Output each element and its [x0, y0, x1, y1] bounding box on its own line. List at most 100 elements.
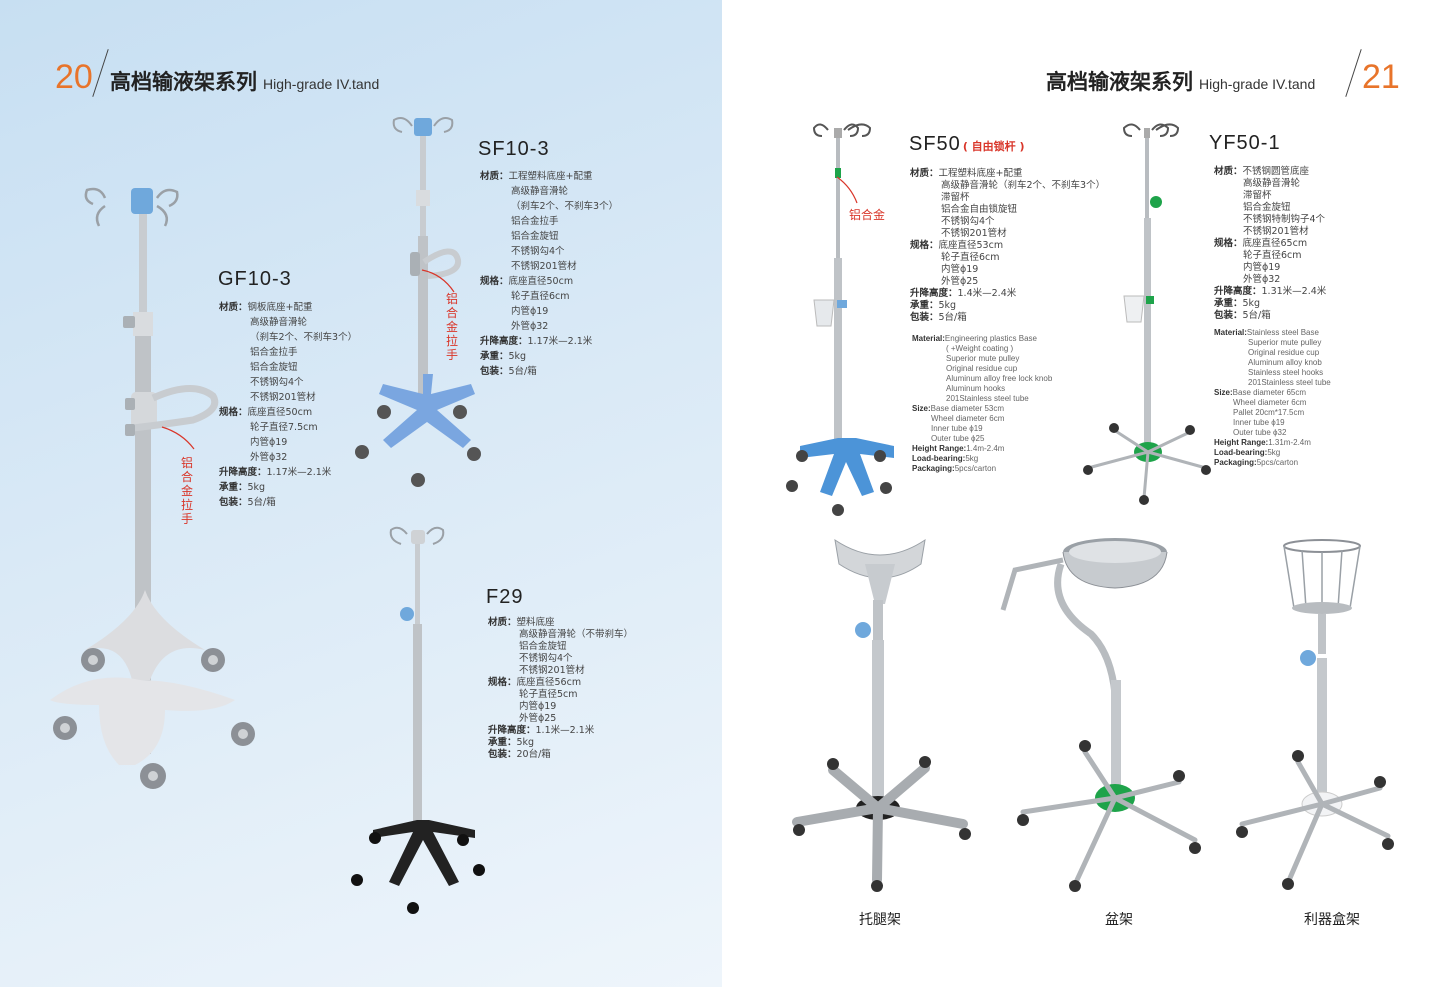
yf50-1-en-material-line: Aluminum alloy knob — [1248, 358, 1322, 367]
sf50-en-size-line: Outer tube ϕ25 — [931, 434, 985, 443]
yf50-1-material-line: 不锈钢特制钩子4个 — [1243, 214, 1326, 225]
gf10-3-callout: 铝合金拉手 — [181, 456, 194, 526]
yf50-1-en-pack: 5pcs/carton — [1256, 458, 1299, 467]
f29-material-line: 铝合金旋钮 — [519, 641, 567, 652]
f29-load: 5kg — [516, 737, 535, 748]
left-page-number: 20 — [55, 58, 93, 96]
sf50-en-material-line: 201Stainless steel tube — [946, 394, 1029, 403]
gf10-3-material-line: 铝合金旋钮 — [250, 362, 298, 373]
sf50-en-pack-key: Packaging: — [912, 464, 955, 473]
f29-spec-line: 底座直径56cm — [516, 677, 582, 688]
sf10-3-height-key: 升降高度： — [480, 336, 528, 347]
sf50-spec: 材质：工程塑料底座+配重 高级静音滑轮（刹车2个、不刹车3个） 滞留杯 铝合金自… — [910, 168, 1105, 324]
f29-material-line: 不锈钢勾4个 — [519, 653, 573, 664]
yf50-1-en-size-line: Wheel diameter 6cm — [1233, 398, 1307, 407]
gf10-3-material-line: 不锈钢201管材 — [250, 392, 316, 403]
sf10-3-spec: 材质：工程塑料底座+配重 高级静音滑轮 （刹车2个、不刹车3个） 铝合金拉手 铝… — [480, 169, 618, 379]
right-title-cn: 高档输液架系列 — [1046, 70, 1193, 94]
gf10-3-spec-key: 规格： — [219, 407, 248, 418]
sf50-en-spec: Material:Engineering plastics Base ( +We… — [912, 334, 1052, 474]
yf50-1-en-material-line: Stainless steel Base — [1246, 328, 1319, 337]
sf10-3-spec-line: 外管ϕ32 — [511, 321, 549, 332]
sf50-model-sub: ( 自由锁杆 ) — [962, 140, 1025, 153]
yf50-1-material-line: 高级静音滑轮 — [1243, 178, 1301, 189]
f29-spec-key: 规格： — [488, 677, 517, 688]
leg-rest-stand-image — [792, 538, 971, 892]
sf50-spec-line: 底座直径53cm — [938, 240, 1004, 251]
gf10-3-spec-line: 底座直径50cm — [247, 407, 313, 418]
yf50-1-material-key: 材质： — [1214, 166, 1243, 177]
sf50-stand-image — [786, 123, 894, 516]
gf10-3-material-line: 不锈钢勾4个 — [250, 377, 304, 388]
right-page-number: 21 — [1362, 58, 1400, 96]
gf10-3-material-line: 铝合金拉手 — [250, 347, 298, 358]
sf50-en-load: 5kg — [965, 454, 979, 463]
f29-pack: 20台/箱 — [516, 749, 551, 760]
sf50-spec-line: 外管ϕ25 — [941, 276, 979, 287]
sf10-3-pack: 5台/箱 — [508, 366, 537, 377]
yf50-1-material-line: 滞留杯 — [1243, 190, 1272, 201]
yf50-1-height-key: 升降高度： — [1214, 286, 1262, 297]
sf50-en-height-key: Height Range: — [912, 444, 967, 453]
f29-stand-image — [351, 526, 485, 914]
yf50-1-spec-key: 规格： — [1214, 238, 1243, 249]
f29-material-line: 高级静音滑轮（不带刹车） — [519, 629, 634, 640]
sf50-load-key: 承重： — [910, 300, 939, 311]
f29-spec-line: 外管ϕ25 — [519, 713, 557, 724]
sf50-en-material-key: Material: — [912, 334, 945, 343]
yf50-1-en-material-key: Material: — [1214, 328, 1247, 337]
gf10-3-material-line: 钢板底座+配重 — [247, 302, 313, 313]
f29-spec-line: 轮子直径5cm — [519, 689, 578, 700]
sf50-material-line: 工程塑料底座+配重 — [938, 168, 1023, 179]
yf50-1-en-size-line: Outer tube ϕ32 — [1233, 428, 1287, 437]
yf50-1-en-load-key: Load-bearing: — [1214, 448, 1268, 457]
yf50-1-model: YF50-1 — [1209, 132, 1281, 154]
yf50-1-en-material-line: Superior mute pulley — [1248, 338, 1322, 347]
gf10-3-load-key: 承重： — [219, 482, 248, 493]
f29-height-key: 升降高度： — [488, 725, 536, 736]
sf10-3-material-key: 材质： — [480, 171, 509, 182]
gf10-3-material-line: （刹车2个、不刹车3个） — [250, 332, 358, 343]
sf10-3-spec-line: 底座直径50cm — [508, 276, 574, 287]
sf10-3-stand-image — [355, 117, 481, 487]
sf50-pack: 5台/箱 — [938, 312, 967, 323]
sf10-3-pack-key: 包装： — [480, 366, 509, 377]
gf10-3-callout-line — [161, 426, 195, 450]
sf10-3-material-line: 铝合金旋钮 — [511, 231, 559, 242]
sf10-3-spec-key: 规格： — [480, 276, 509, 287]
sf50-en-size-line: Wheel diameter 6cm — [931, 414, 1005, 423]
sf50-material-line: 高级静音滑轮（刹车2个、不刹车3个） — [941, 180, 1106, 191]
sf10-3-callout: 铝合金拉手 — [446, 292, 459, 362]
sf50-material-line: 不锈钢勾4个 — [941, 216, 995, 227]
yf50-1-en-size-key: Size: — [1214, 388, 1233, 397]
f29-material-line: 塑料底座 — [516, 617, 555, 628]
sf50-en-material-line: Original residue cup — [946, 364, 1018, 373]
f29-model: F29 — [486, 586, 524, 608]
gf10-3-material-key: 材质： — [219, 302, 248, 313]
yf50-1-load-key: 承重： — [1214, 298, 1243, 309]
sf50-height-key: 升降高度： — [910, 288, 958, 299]
left-title-cn: 高档输液架系列 — [110, 70, 257, 94]
sf50-spec-key: 规格： — [910, 240, 939, 251]
sf50-height: 1.4米—2.4米 — [957, 288, 1017, 299]
yf50-1-stand-image — [1083, 123, 1211, 505]
gf10-3-pack: 5台/箱 — [247, 497, 276, 508]
sf10-3-model: SF10-3 — [478, 138, 550, 160]
yf50-1-material-line: 铝合金旋钮 — [1243, 202, 1291, 213]
gf10-3-height: 1.17米—2.1米 — [266, 467, 332, 478]
yf50-1-pack-key: 包装： — [1214, 310, 1243, 321]
sf50-callout-line — [836, 176, 858, 204]
sf50-en-height: 1.4m-2.4m — [966, 444, 1005, 453]
f29-pack-key: 包装： — [488, 749, 517, 760]
leg-rest-caption: 托腿架 — [859, 912, 901, 928]
gf10-3-model: GF10-3 — [218, 268, 292, 290]
yf50-1-material-line: 不锈钢201管材 — [1243, 226, 1309, 237]
sf50-en-size-line: Inner tube ϕ19 — [931, 424, 983, 433]
gf10-3-material-line: 高级静音滑轮 — [250, 317, 308, 328]
sf10-3-material-line: 不锈钢201管材 — [511, 261, 577, 272]
gf10-3-spec: 材质：钢板底座+配重 高级静音滑轮 （刹车2个、不刹车3个） 铝合金拉手 铝合金… — [219, 300, 357, 510]
yf50-1-height: 1.31米—2.4米 — [1261, 286, 1327, 297]
sf50-spec-line: 轮子直径6cm — [941, 252, 1000, 263]
yf50-1-en-height-key: Height Range: — [1214, 438, 1269, 447]
